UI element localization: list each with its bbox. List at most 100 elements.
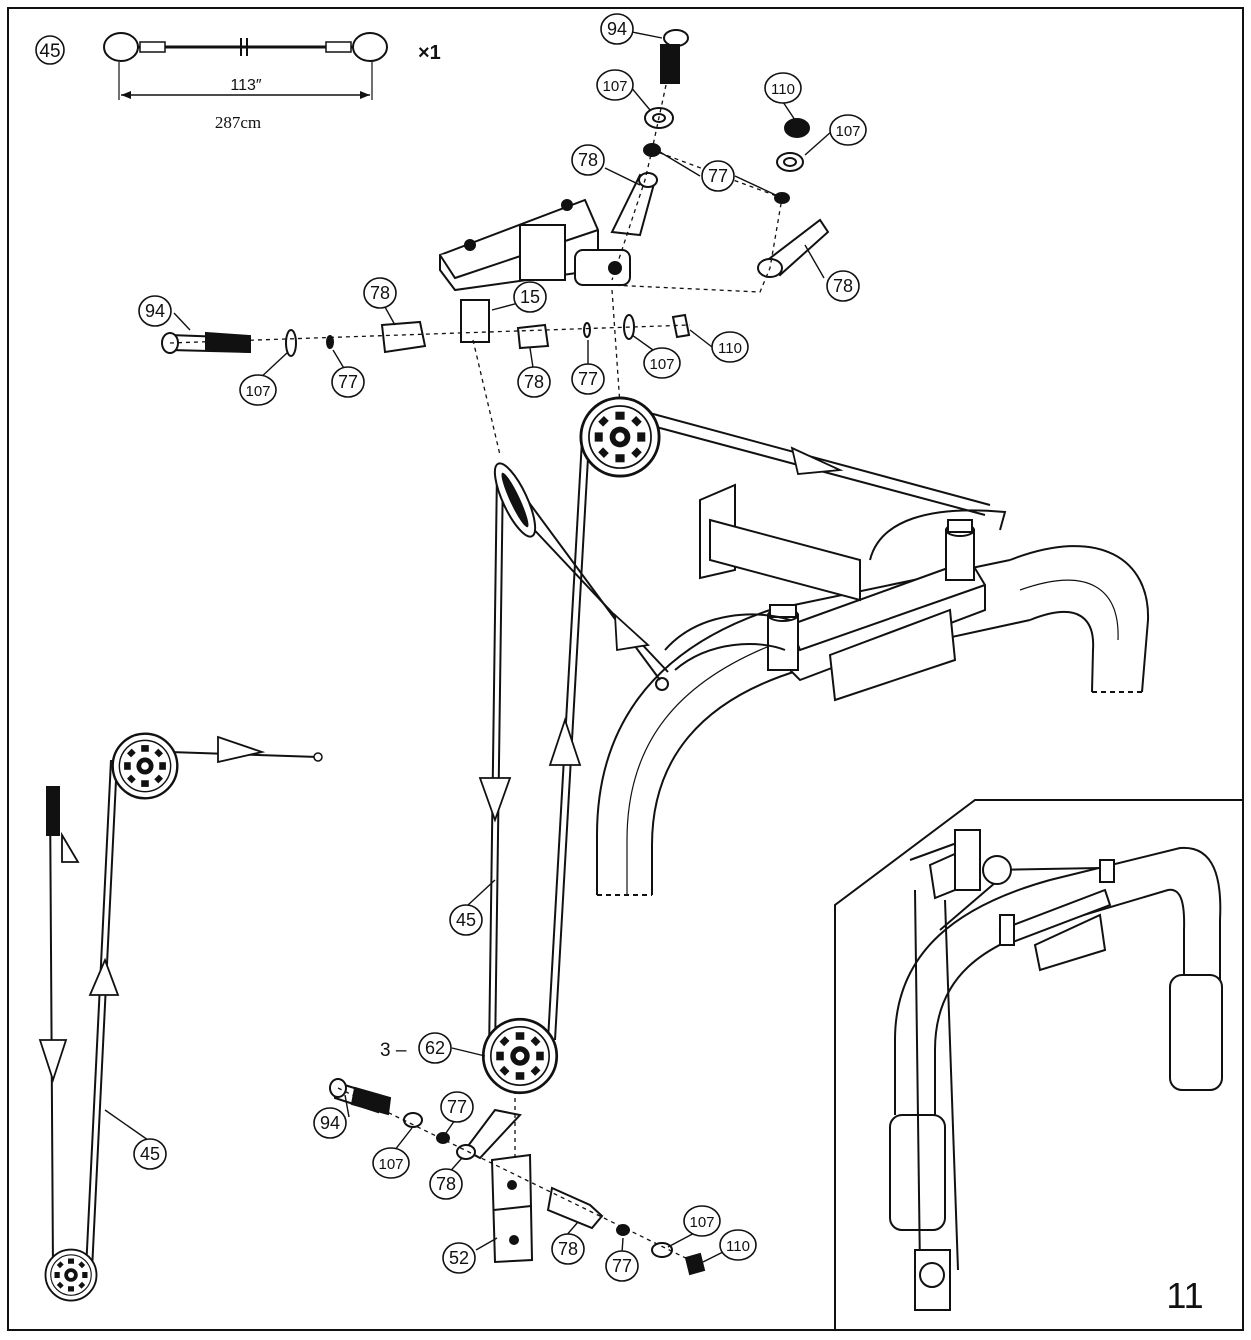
- callout-balloon: [701, 160, 735, 192]
- callout-c16: 110: [711, 331, 749, 363]
- cable-length-cm: 287cm: [215, 113, 261, 132]
- callout-label: 107: [602, 78, 627, 95]
- callout-label: 78: [833, 276, 853, 296]
- callout-c9: 94: [138, 295, 172, 327]
- detail-pulley-top: [111, 732, 179, 800]
- callout-label: 77: [708, 166, 728, 186]
- callout-label: 15: [520, 287, 540, 307]
- hardware-parts: [161, 29, 830, 1276]
- callout-label: 107: [245, 383, 270, 400]
- top-pulley: [579, 396, 661, 478]
- callout-label: 78: [436, 1174, 456, 1194]
- cable-part-number: 45: [39, 41, 60, 62]
- cable-spec: 45 113″ 287cm ×1: [35, 32, 441, 132]
- callout-balloon: [683, 1205, 721, 1237]
- callout-balloon: [571, 363, 605, 395]
- callout-c26: 107: [683, 1205, 721, 1237]
- callout-c13: 78: [826, 270, 860, 302]
- inset-overview: 11: [834, 799, 1243, 1330]
- cable-end-ball: [313, 752, 323, 762]
- callout-label: 107: [835, 123, 860, 140]
- callout-balloon: [571, 144, 605, 176]
- callout-label: 45: [140, 1144, 160, 1164]
- callout-c5: 78: [571, 144, 605, 176]
- callout-c22: 78: [429, 1168, 463, 1200]
- callout-balloon: [313, 1107, 347, 1139]
- callout-label: 110: [718, 340, 742, 357]
- callout-balloon: [331, 366, 365, 398]
- callout-balloon: [711, 331, 749, 363]
- callout-label: 94: [320, 1113, 340, 1133]
- callout-c2: 107: [596, 69, 634, 101]
- callout-balloon: [429, 1168, 463, 1200]
- callout-c10: 78: [517, 366, 551, 398]
- callout-c7: 15: [513, 281, 547, 313]
- snap-hook: [46, 786, 60, 836]
- callout-c18: 62: [418, 1032, 452, 1064]
- cable-quantity: ×1: [418, 42, 441, 64]
- callout-c19: 94: [313, 1107, 347, 1139]
- cable-length-in: 113″: [230, 77, 262, 94]
- callout-balloon: [440, 1091, 474, 1123]
- callout-c11: 107: [239, 374, 277, 406]
- callout-label: 77: [578, 369, 598, 389]
- assembly-lines: [169, 84, 783, 1266]
- callout-label: 77: [338, 372, 358, 392]
- callout-c15: 107: [643, 347, 681, 379]
- callout-balloon: [513, 281, 547, 313]
- callout-c24: 78: [551, 1233, 585, 1265]
- callout-c3: 110: [764, 72, 802, 104]
- callout-c8: 78: [363, 277, 397, 309]
- callout-label: 78: [370, 283, 390, 303]
- callout-label: 62: [425, 1038, 445, 1058]
- callout-c21: 77: [440, 1091, 474, 1123]
- callout-c17: 45: [449, 904, 483, 936]
- callout-c23: 52: [442, 1242, 476, 1274]
- step-number: 11: [1166, 1275, 1203, 1316]
- callout-balloon: [517, 366, 551, 398]
- callout-c20: 107: [372, 1147, 410, 1179]
- callout-label: 107: [649, 356, 674, 373]
- callout-label: 110: [726, 1238, 750, 1255]
- pulleys: [44, 396, 661, 1302]
- callout-balloon: [442, 1242, 476, 1274]
- callout-balloon: [829, 114, 867, 146]
- callout-label: 78: [558, 1239, 578, 1259]
- callout-balloon: [418, 1032, 452, 1064]
- callout-balloon: [826, 270, 860, 302]
- callout-c1: 94: [600, 13, 634, 45]
- callout-balloon: [449, 904, 483, 936]
- bottom-pulley: [481, 1017, 559, 1095]
- callout-label: 94: [145, 301, 165, 321]
- callout-c27: 110: [719, 1229, 757, 1261]
- callout-label: 77: [612, 1256, 632, 1276]
- detail-pulley-bottom: [44, 1248, 98, 1302]
- callout-label: 110: [771, 81, 795, 98]
- callout-balloon: [600, 13, 634, 45]
- cable-routing: [49, 404, 991, 1271]
- callout-c6: 77: [701, 160, 735, 192]
- callout-label: 94: [607, 19, 627, 39]
- callout-c4: 107: [829, 114, 867, 146]
- callout-balloon: [372, 1147, 410, 1179]
- station-frame: [596, 483, 1150, 896]
- callout-label: 45: [456, 910, 476, 930]
- page-frame: [7, 7, 1244, 1331]
- callout-balloon: [719, 1229, 757, 1261]
- part-callouts: 94 107 110 107 78 77 15 78 94 78 107 77 78 77 107 110 45…: [133, 13, 867, 1282]
- callout-label: 107: [378, 1156, 403, 1173]
- callout-balloon: [551, 1233, 585, 1265]
- cable-arrows: [38, 446, 844, 1083]
- callout-label: 107: [689, 1214, 714, 1231]
- callout-balloon: [596, 69, 634, 101]
- callout-label: 52: [449, 1248, 469, 1268]
- callout-c12: 77: [331, 366, 365, 398]
- callout-label: 77: [447, 1097, 467, 1117]
- callout-c25: 77: [605, 1250, 639, 1282]
- callout-balloon: [138, 295, 172, 327]
- pulley-quantity-prefix: 3 –: [380, 1040, 407, 1061]
- callout-balloon: [764, 72, 802, 104]
- callout-c28: 45: [133, 1138, 167, 1170]
- callout-label: 78: [578, 150, 598, 170]
